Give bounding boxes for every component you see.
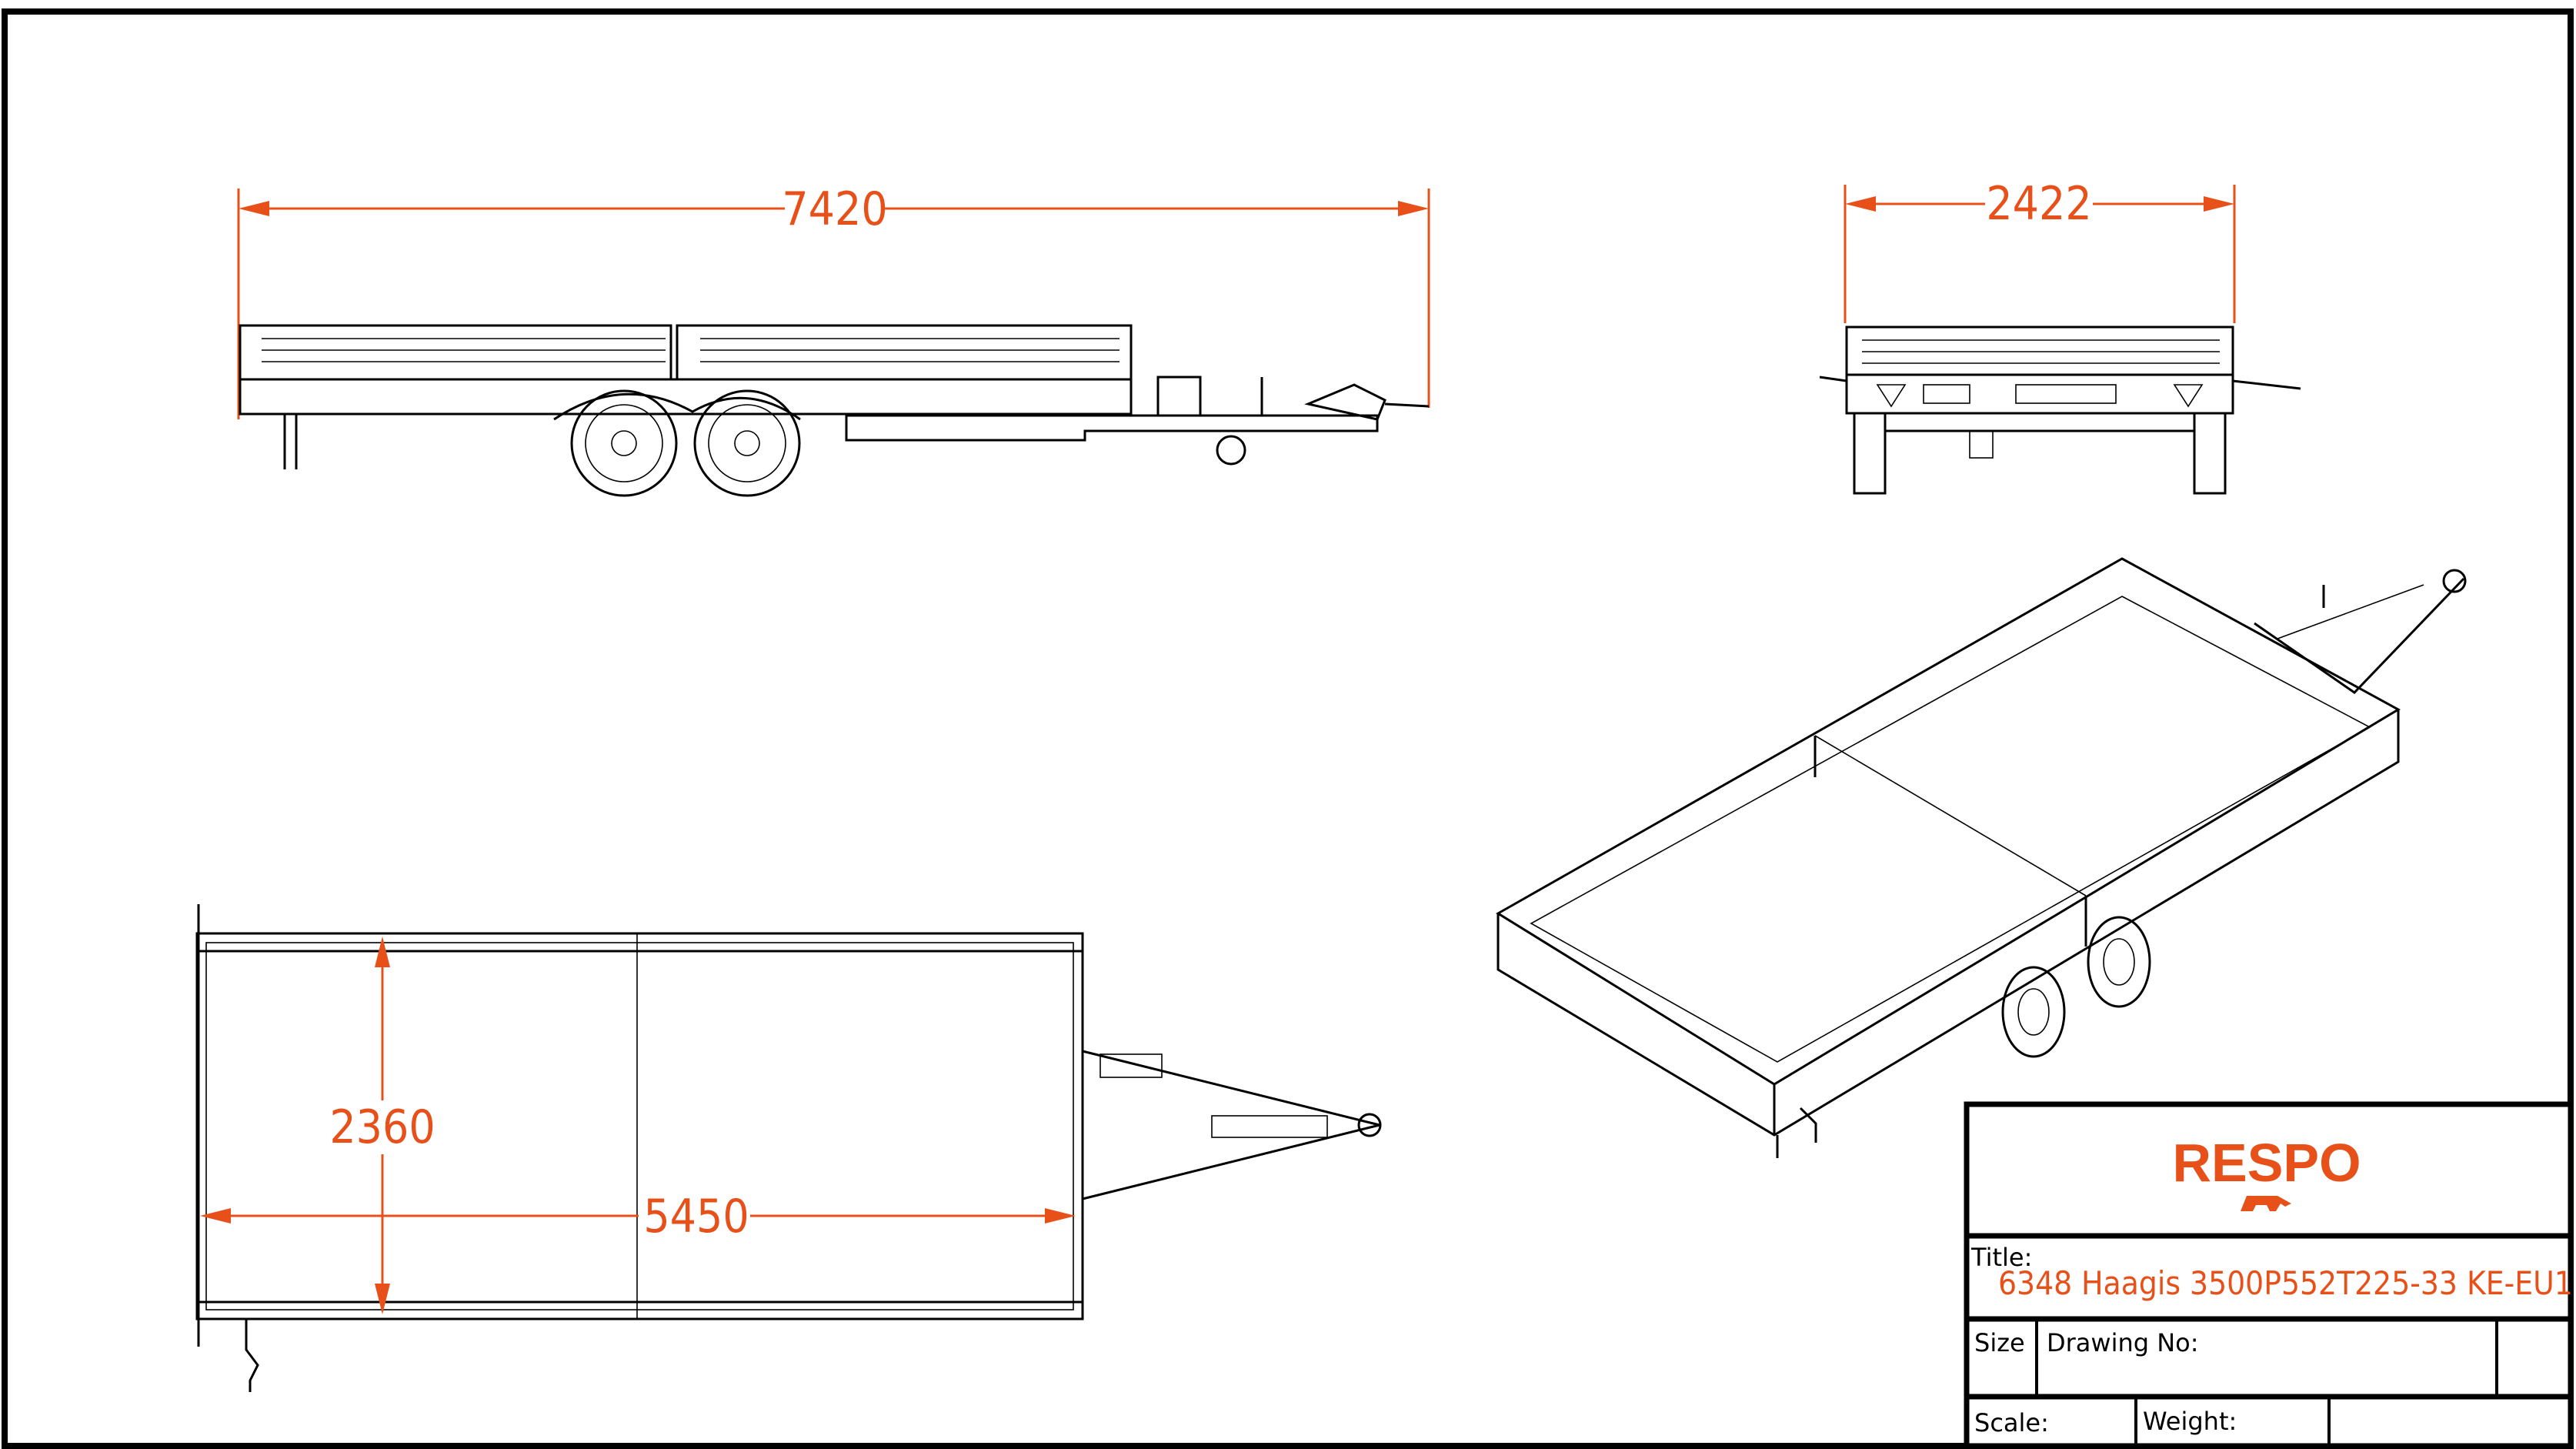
bull-icon xyxy=(2241,1196,2291,1211)
drawing-no-label: Drawing No: xyxy=(2047,1328,2199,1357)
dim-inner-length: 5450 xyxy=(643,1190,749,1244)
isometric-view xyxy=(1496,557,2467,1158)
size-label: Size xyxy=(1974,1328,2025,1357)
top-view: 2360 5450 xyxy=(195,904,1382,1392)
title-block: RESPO Title: 6348 Haagis 3500P552T225-33… xyxy=(1964,1101,2574,1449)
rear-view: 2422 xyxy=(1819,177,2301,495)
title-value: 6348 Haagis 3500P552T225-33 KE-EU1 xyxy=(1998,1264,2573,1302)
dim-overall-width: 2422 xyxy=(1986,177,2091,231)
drawing-border xyxy=(2,8,2574,1449)
side-view: 7420 xyxy=(237,182,1430,497)
respo-logo: RESPO xyxy=(2172,1133,2361,1211)
dim-overall-length: 7420 xyxy=(782,182,887,236)
title-label: Title: xyxy=(1970,1243,2032,1272)
logo-text: RESPO xyxy=(2172,1133,2361,1193)
weight-label: Weight: xyxy=(2143,1407,2237,1436)
scale-label: Scale: xyxy=(1974,1408,2049,1437)
dim-inner-width: 2360 xyxy=(329,1100,435,1154)
